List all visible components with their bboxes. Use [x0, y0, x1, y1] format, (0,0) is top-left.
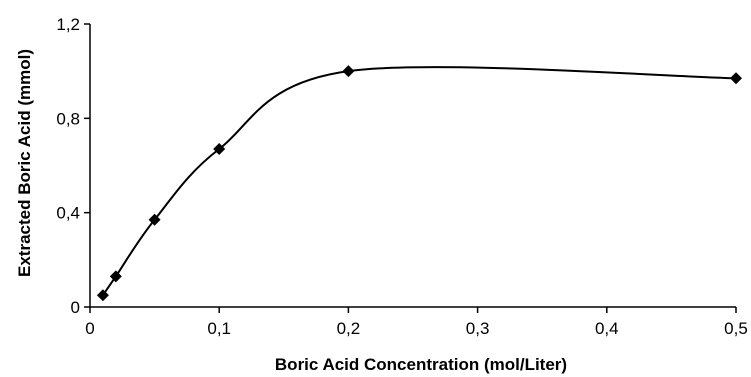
data-point: [96, 289, 109, 302]
y-tick-label: 0,8: [56, 109, 80, 128]
y-tick-label: 0,4: [56, 204, 80, 223]
data-point: [213, 142, 226, 155]
axes: [89, 24, 736, 308]
x-axis-label: Boric Acid Concentration (mol/Liter): [275, 355, 567, 374]
data-point: [342, 65, 355, 78]
y-axis-ticks: 0 0,4 0,8 1,2: [56, 15, 90, 317]
data-point: [109, 270, 122, 283]
series-line: [102, 66, 737, 296]
x-tick-label: 0,2: [337, 319, 361, 338]
x-tick-label: 0,3: [466, 319, 490, 338]
y-tick-label: 0: [71, 298, 80, 317]
series-curve-group: [102, 66, 737, 296]
x-tick-label: 0,4: [595, 319, 619, 338]
x-tick-label: 0: [85, 319, 94, 338]
x-tick-label: 0,5: [724, 319, 748, 338]
y-axis-label: Extracted Boric Acid (mmol): [15, 49, 34, 277]
data-point: [148, 213, 161, 226]
data-markers: [96, 65, 742, 302]
y-tick-label: 1,2: [56, 15, 80, 34]
x-tick-label: 0,1: [207, 319, 231, 338]
x-axis-ticks: 0 0,1 0,2 0,3 0,4 0,5: [85, 307, 748, 338]
data-point: [730, 72, 742, 85]
